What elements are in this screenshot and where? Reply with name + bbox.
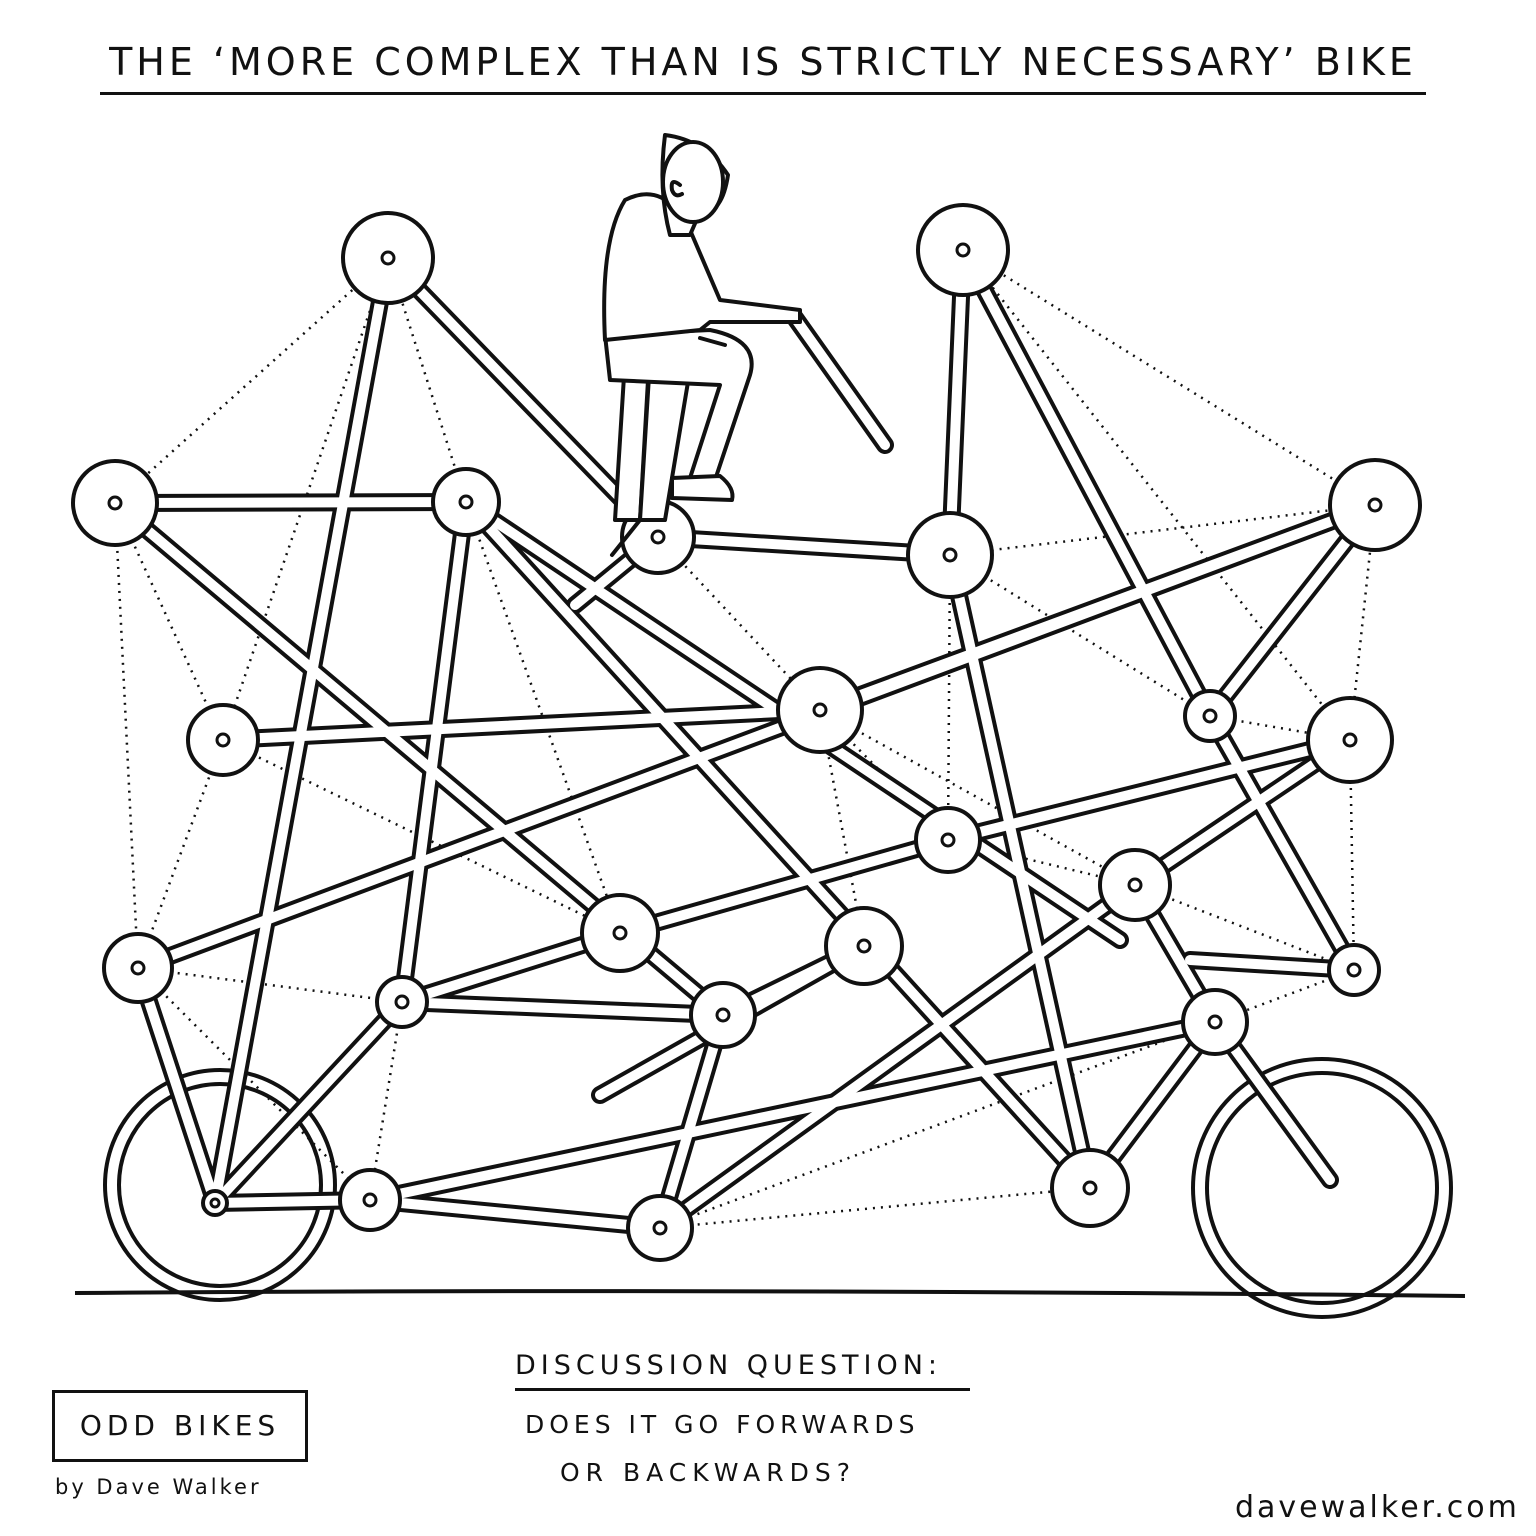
joint-hole (1207, 1014, 1223, 1030)
frame-tube (1185, 955, 1359, 975)
ground-line (74, 1289, 1466, 1298)
dotted-line (136, 739, 225, 969)
dotted-line (386, 257, 468, 503)
frame-joints (71, 203, 1422, 1262)
joint-hole (130, 960, 146, 976)
joint-hole (107, 495, 123, 511)
joint-hole (715, 1007, 731, 1023)
frame-tube (815, 500, 1380, 715)
handlebar-stem-inner (790, 313, 890, 450)
joint-hole (612, 925, 628, 941)
wheels (103, 1057, 1453, 1319)
joint-hole (1082, 1180, 1098, 1196)
frame-tubes (106, 241, 1384, 1237)
frame-tube (110, 497, 471, 508)
dotted-line (137, 967, 371, 1201)
frame-tube (1205, 711, 1359, 975)
joint-hole (1127, 877, 1143, 893)
discussion-question-line2: OR BACKWARDS? (560, 1458, 856, 1487)
discussion-underline (515, 1388, 970, 1391)
frame-tube (210, 997, 407, 1208)
dotted-line (221, 257, 390, 741)
title-underline (100, 92, 1426, 95)
dotted-line (137, 966, 403, 1004)
joint-hole (1346, 962, 1362, 978)
frame-tube (943, 735, 1355, 845)
joint-hole (458, 494, 474, 510)
series-label-box: ODD BIKES (52, 1390, 308, 1462)
frame-tube (397, 997, 728, 1020)
dotted-line (113, 502, 225, 741)
wheel-tyre (103, 1068, 337, 1302)
discussion-question-line1: DOES IT GO FORWARDS (525, 1410, 920, 1439)
joint-hole (942, 547, 958, 563)
frame-tube (958, 245, 1215, 721)
frame-tube (218, 705, 825, 745)
frame-tube (365, 1195, 665, 1233)
joint-hole (955, 242, 971, 258)
discussion-heading: DISCUSSION QUESTION: (515, 1350, 942, 1381)
frame-tube (133, 963, 220, 1208)
dotted-line (949, 553, 1211, 718)
dotted-line (113, 502, 140, 969)
dotted-line (114, 257, 389, 504)
frame-tube (653, 532, 955, 560)
joint-hole (209, 1197, 221, 1209)
frame-tube (383, 253, 663, 542)
joint-hole (940, 832, 956, 848)
rider-figure (602, 133, 802, 557)
joint-hole (812, 702, 828, 718)
website-link[interactable]: davewalker.com (1235, 1490, 1520, 1525)
frame-tube (397, 497, 471, 1007)
byline: by Dave Walker (55, 1475, 262, 1499)
frame-tube (461, 497, 1095, 1193)
wheel-rim (1205, 1071, 1439, 1305)
joint-hole (380, 250, 396, 266)
dotted-line (962, 248, 1376, 507)
joint-hole (394, 994, 410, 1010)
frame-tube (365, 1017, 1220, 1205)
joint-hole (652, 1220, 668, 1236)
wheel-rim (117, 1082, 323, 1288)
frame-tube (615, 835, 953, 938)
dotted-line (659, 1186, 1091, 1230)
cartoon-title: THE ‘MORE COMPLEX THAN IS STRICTLY NECES… (109, 40, 1417, 84)
joint-hole (1342, 732, 1358, 748)
frame-tube (210, 253, 393, 1208)
frame-tube (945, 245, 968, 560)
joint-hole (1367, 497, 1383, 513)
wheel-tyre (1191, 1057, 1453, 1319)
joint-hole (856, 938, 872, 954)
joint-hole (650, 529, 666, 545)
joint-hole (362, 1192, 378, 1208)
dotted-line (368, 1001, 404, 1201)
joint-hole (215, 732, 231, 748)
frame-tube (655, 880, 1140, 1233)
joint-hole (1202, 708, 1218, 724)
dotted-line (962, 249, 1351, 741)
frame-tube (655, 1010, 728, 1233)
